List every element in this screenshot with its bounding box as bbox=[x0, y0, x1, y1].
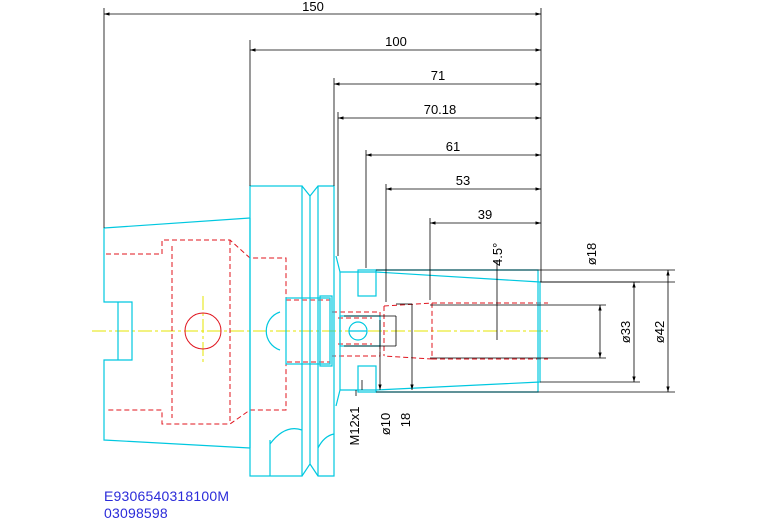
dim-39: 39 bbox=[478, 207, 492, 222]
dim-150: 150 bbox=[302, 0, 324, 14]
dim-dia-10: ø10 bbox=[378, 413, 393, 435]
dimension-labels: 150 100 71 70.18 61 53 39 4.5° ø18 ø33 ø… bbox=[302, 0, 667, 446]
part-code-line-1: E9306540318100M bbox=[104, 488, 230, 504]
dim-dia-18: ø18 bbox=[584, 243, 599, 265]
part-code-line-2: 03098598 bbox=[104, 505, 168, 521]
dim-61: 61 bbox=[446, 139, 460, 154]
dim-thread: M12x1 bbox=[347, 406, 362, 445]
centerline bbox=[92, 296, 548, 364]
hidden-lines bbox=[106, 239, 548, 425]
dim-angle: 4.5° bbox=[490, 243, 505, 266]
dim-dia-42: ø42 bbox=[652, 321, 667, 343]
dim-100: 100 bbox=[385, 34, 407, 49]
dim-70-18: 70.18 bbox=[424, 102, 457, 117]
dim-53: 53 bbox=[456, 173, 470, 188]
dimension-lines bbox=[103, 8, 675, 396]
dim-71: 71 bbox=[431, 68, 445, 83]
holder-outline bbox=[103, 185, 541, 477]
dim-dia-33: ø33 bbox=[618, 321, 633, 343]
dim-len-18: 18 bbox=[398, 413, 413, 427]
